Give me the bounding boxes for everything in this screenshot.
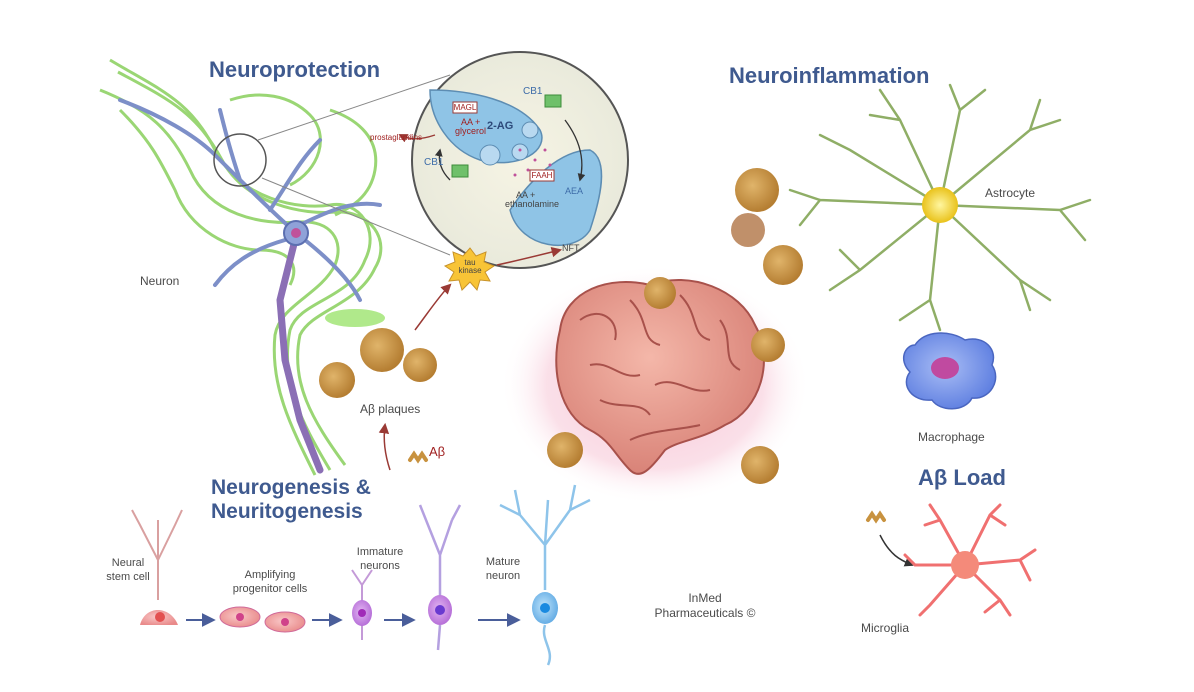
astrocyte-core	[922, 187, 958, 223]
faah-box	[529, 169, 555, 182]
mature-neuron-cell	[499, 484, 591, 666]
immature-neuron-2	[418, 504, 462, 651]
label-neural-stem-line2: stem cell	[106, 571, 150, 583]
label-cb1-top: CB1	[523, 86, 543, 97]
label-immature-line2: neurons	[360, 560, 400, 572]
label-nft: NFT	[562, 243, 580, 253]
label-cb1-left: CB1	[424, 157, 444, 168]
label-tau-line2: kinase	[458, 266, 482, 275]
label-magl: MAGL	[453, 103, 477, 112]
label-tau-line1: tau	[464, 258, 476, 267]
plaque-to-tau-arrow	[414, 283, 452, 331]
heading-neurogenesis-line2: Neuritogenesis	[211, 500, 363, 523]
label-faah: FAAH	[531, 171, 553, 180]
label-aa-ethanolamine-line1: AA +	[516, 190, 536, 200]
label-microglia: Microglia	[861, 621, 910, 635]
label-aa-glycerol-line2: glycerol	[455, 126, 487, 136]
magl-box	[452, 101, 478, 114]
abeta-fibril	[408, 450, 428, 464]
abeta-fibril-load	[866, 510, 886, 524]
label-amplifying-line2: progenitor cells	[232, 583, 308, 595]
synapse-zoom-circle	[213, 133, 267, 187]
label-aa-glycerol-line1: AA +	[461, 117, 481, 127]
green-glow	[325, 309, 385, 327]
microglia-soma	[951, 551, 979, 579]
label-abeta: Aβ	[429, 444, 446, 459]
abeta-plaques	[319, 328, 437, 398]
label-mature-line2: neuron	[485, 570, 521, 582]
cb1-receptor-left	[451, 164, 469, 178]
stem-cell	[131, 509, 183, 625]
heading-neuroprotection: Neuroprotection	[209, 57, 381, 82]
label-macrophage: Macrophage	[918, 430, 985, 444]
tau-kinase-star	[443, 247, 496, 292]
zoom-line-bottom	[261, 177, 451, 256]
cb1-receptor-top	[544, 94, 562, 108]
neuron-myelin-outline	[99, 58, 383, 476]
label-mature-line1: Mature	[485, 556, 521, 568]
label-astrocyte: Astrocyte	[985, 186, 1036, 200]
label-amplifying-line1: Amplifying	[244, 569, 296, 581]
progenitor-cells	[219, 606, 306, 633]
label-prostaglandins: prostaglandins	[370, 133, 423, 142]
zoom-line-top	[257, 74, 451, 141]
label-2ag: 2-AG	[487, 120, 514, 132]
tau-to-nft-arrow	[496, 246, 563, 266]
label-aa-ethanolamine-line2: ethanolamine	[505, 199, 560, 209]
microglia	[903, 503, 1037, 617]
abeta-to-plaque-arrow	[378, 422, 391, 471]
label-abeta-plaques: Aβ plaques	[360, 402, 421, 416]
macrophage-nucleus	[931, 357, 959, 379]
heading-neurogenesis-line1: Neurogenesis &	[211, 476, 371, 499]
label-neuron: Neuron	[140, 274, 180, 288]
heading-abeta-load: Aβ Load	[918, 465, 1006, 490]
label-aea: AEA	[565, 186, 584, 196]
synapse-detail	[398, 51, 629, 269]
label-neural-stem-line1: Neural	[111, 557, 145, 569]
astrocyte	[788, 83, 1092, 332]
credit-line2: Pharmaceuticals ©	[654, 606, 756, 620]
brain-plaques	[547, 277, 785, 484]
label-immature-line1: Immature	[356, 546, 404, 558]
credit-line1: InMed	[688, 591, 722, 605]
immature-neuron-1	[351, 569, 373, 640]
heading-neuroinflammation: Neuroinflammation	[729, 63, 930, 88]
abeta-to-microglia-arrow	[879, 534, 914, 567]
neuron-nucleus	[291, 228, 301, 238]
inflammation-plaques	[731, 168, 803, 285]
